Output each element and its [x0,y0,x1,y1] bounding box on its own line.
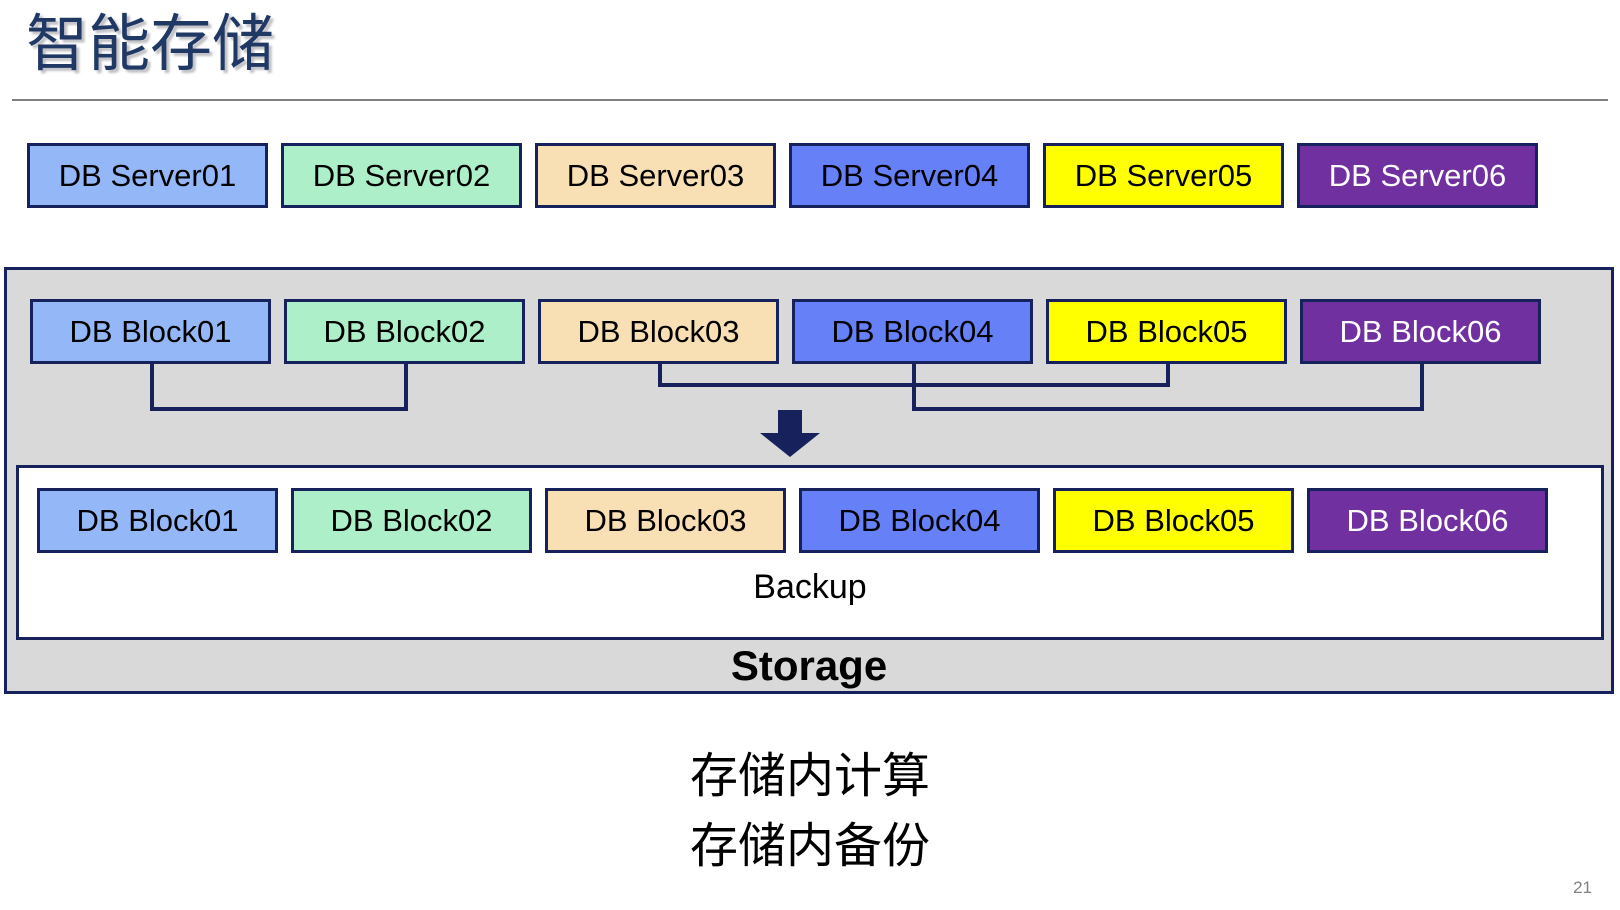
db-server-box-3-label: DB Server03 [566,157,745,193]
footer-caption-line-2: 存储内备份 [689,820,930,873]
db-server-box-1[interactable]: DB Server01 [27,143,268,208]
db-block-bottom-box-6[interactable]: DB Block06 [1307,488,1548,553]
db-block-top-box-3[interactable]: DB Block03 [538,299,779,364]
connector-block03-block05-left-stem [658,364,662,383]
db-block-top-box-6[interactable]: DB Block06 [1300,299,1541,364]
db-server-box-4-label: DB Server04 [820,157,999,193]
db-server-box-5[interactable]: DB Server05 [1043,143,1284,208]
db-block-top-box-6-label: DB Block06 [1339,313,1502,349]
db-server-box-4[interactable]: DB Server04 [789,143,1030,208]
db-server-box-6[interactable]: DB Server06 [1297,143,1538,208]
db-block-top-box-1-label: DB Block01 [69,313,232,349]
db-block-bottom-box-1[interactable]: DB Block01 [37,488,278,553]
storage-container: DB Block01 DB Block02 DB Block03 DB Block04… [4,267,1614,694]
db-block-top-box-2-label: DB Block02 [323,313,486,349]
db-block-bottom-box-5[interactable]: DB Block05 [1053,488,1294,553]
footer-caption-line-1: 存储内计算 [689,750,930,803]
db-server-box-6-label: DB Server06 [1328,157,1507,193]
db-block-bottom-box-2-label: DB Block02 [330,502,493,538]
connector-block03-block05-right-stem [1166,364,1170,383]
page-title: 智能存储 [26,10,275,79]
title-divider [12,99,1608,101]
connector-block04-block06-right-stem [1420,364,1424,407]
page-number: 21 [1573,878,1592,897]
backup-box: DB Block01 DB Block02 DB Block03 DB Block04… [16,465,1604,640]
db-block-bottom-box-2[interactable]: DB Block02 [291,488,532,553]
db-server-box-1-label: DB Server01 [58,157,237,193]
db-server-box-2-label: DB Server02 [312,157,491,193]
db-block-top-box-3-label: DB Block03 [577,313,740,349]
connector-block04-block06-left-stem [912,364,916,407]
db-block-bottom-box-1-label: DB Block01 [76,502,239,538]
down-arrow-icon [760,410,820,457]
db-block-top-box-5[interactable]: DB Block05 [1046,299,1287,364]
db-block-top-box-2[interactable]: DB Block02 [284,299,525,364]
db-block-bottom-box-3-label: DB Block03 [584,502,747,538]
db-block-bottom-box-3[interactable]: DB Block03 [545,488,786,553]
db-block-top-box-5-label: DB Block05 [1085,313,1248,349]
db-block-bottom-box-6-label: DB Block06 [1346,502,1509,538]
db-block-top-box-4[interactable]: DB Block04 [792,299,1033,364]
db-block-bottom-box-4[interactable]: DB Block04 [799,488,1040,553]
db-block-bottom-box-4-label: DB Block04 [838,502,1001,538]
connector-block01-block02-left-stem [150,364,154,407]
storage-label: Storage [730,642,888,689]
connector-block01-block02-right-stem [404,364,408,407]
connector-block01-block02-crossbar [150,407,408,411]
connector-block04-block06-crossbar [912,407,1424,411]
db-block-bottom-box-5-label: DB Block05 [1092,502,1255,538]
db-server-box-5-label: DB Server05 [1074,157,1253,193]
db-block-top-box-4-label: DB Block04 [831,313,994,349]
backup-label: Backup [753,568,867,606]
db-server-box-3[interactable]: DB Server03 [535,143,776,208]
db-server-box-2[interactable]: DB Server02 [281,143,522,208]
db-block-top-box-1[interactable]: DB Block01 [30,299,271,364]
